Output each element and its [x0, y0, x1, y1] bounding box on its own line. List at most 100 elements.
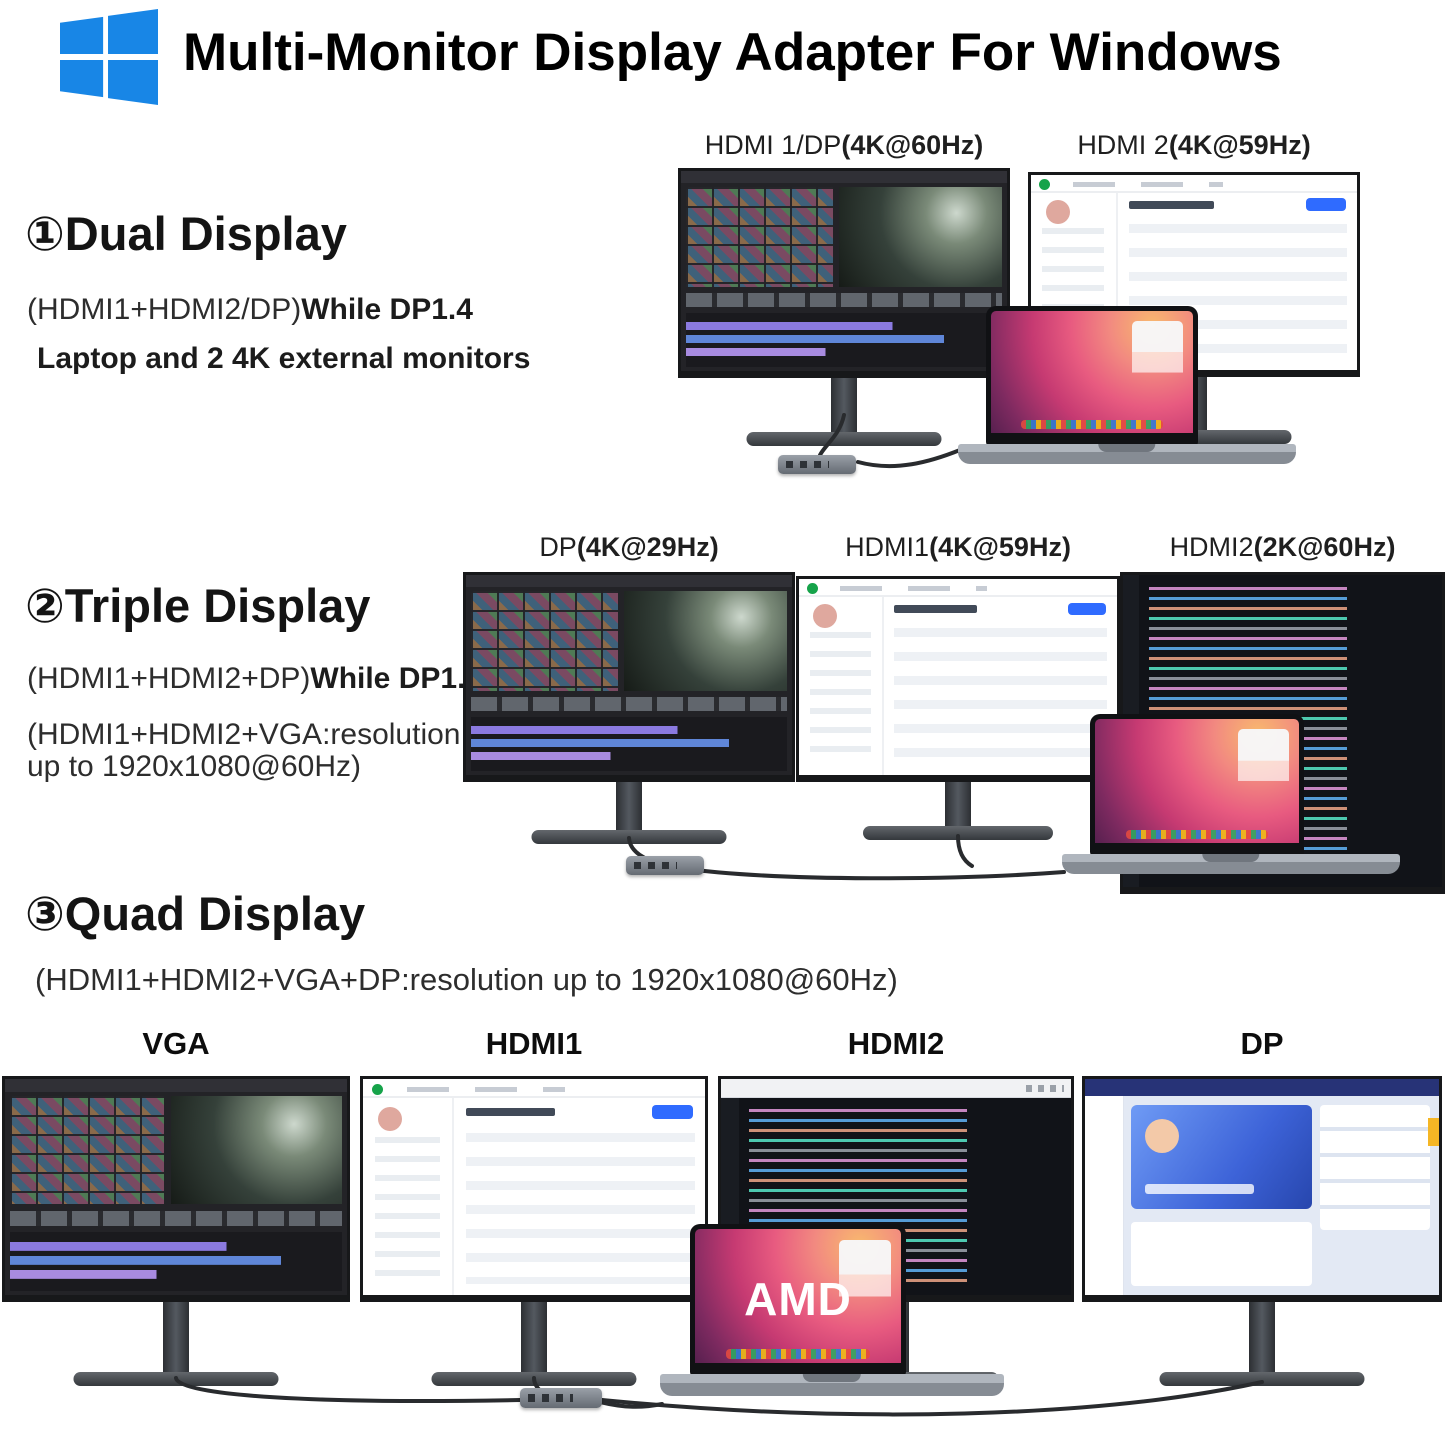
video-preview-pane — [170, 1096, 342, 1205]
monitor-stand — [1249, 1302, 1275, 1378]
usb-c-hub — [626, 856, 704, 875]
clip-strip — [685, 293, 1003, 307]
web-app-table-rows — [465, 1133, 695, 1285]
monitor-base — [746, 432, 942, 446]
dashboard-topbar — [1085, 1079, 1439, 1097]
monitor-screen — [678, 168, 1010, 378]
laptop-keyboard-base — [660, 1374, 1004, 1396]
monitor-stand — [521, 1302, 547, 1378]
dual-label2: HDMI 2 — [1077, 130, 1169, 160]
page-title: Multi-Monitor Display Adapter For Window… — [183, 23, 1282, 82]
laptop-dock — [1021, 420, 1163, 430]
windows-logo-icon — [57, 8, 161, 106]
dual-monitor-video — [678, 168, 1010, 468]
media-bin-thumbnails — [470, 591, 618, 691]
video-editor-screen — [5, 1079, 347, 1295]
video-editor-toolbar — [466, 575, 792, 587]
monitor-screen — [2, 1076, 350, 1302]
clip-strip — [470, 697, 788, 711]
monitor-base — [863, 826, 1053, 840]
triple-desc2: (HDMI1+HDMI2+VGA:resolution — [27, 718, 461, 751]
web-app-tabs — [407, 1086, 565, 1092]
web-app-primary-button — [1306, 198, 1346, 212]
quad-monitor3-label: HDMI2 — [847, 1026, 945, 1061]
quad-number: ③ — [25, 887, 65, 940]
triple-number: ② — [25, 579, 65, 632]
monitor-stand — [163, 1302, 189, 1378]
usb-c-hub — [520, 1388, 602, 1408]
dashboard-screen — [1085, 1079, 1439, 1295]
laptop-keyboard-base — [958, 444, 1296, 464]
dashboard-bottom-card — [1131, 1221, 1312, 1287]
amd-label: AMD — [744, 1272, 852, 1325]
web-app-primary-button — [1067, 602, 1106, 616]
quad-monitor1-label: VGA — [142, 1026, 210, 1061]
triple-display-heading: ②Triple Display — [25, 578, 370, 634]
triple-label1: DP — [539, 532, 577, 562]
web-app-avatar — [1045, 200, 1070, 225]
triple-display-desc-line3: up to 1920x1080@60Hz) — [27, 750, 361, 784]
monitor-stand — [945, 782, 971, 832]
monitor-stand — [831, 378, 857, 440]
laptop-screen — [986, 306, 1198, 446]
video-editor-screen — [466, 575, 792, 775]
quad-monitor-hdmi1 — [360, 1076, 708, 1392]
quad-display-heading: ③Quad Display — [25, 886, 365, 942]
dual-display-desc-line2: Laptop and 2 4K external monitors — [37, 342, 530, 376]
web-app-heading-bar — [1128, 201, 1214, 210]
triple-display-desc-line1: (HDMI1+HDMI2+DP)While DP1.4 — [27, 662, 482, 696]
code-window-titlebar — [721, 1079, 1071, 1099]
laptop-screen: AMD — [690, 1224, 906, 1376]
monitor-screen — [796, 576, 1120, 782]
web-app-heading-bar — [894, 605, 978, 614]
dual-desc1: (HDMI1+HDMI2/DP) — [27, 293, 302, 326]
triple-label2: HDMI1 — [845, 532, 930, 562]
triple-desc3: up to 1920x1080@60Hz) — [27, 750, 362, 783]
quad-monitor-dp — [1082, 1076, 1442, 1392]
monitor-base — [73, 1372, 279, 1386]
triple-monitor-webapp — [796, 576, 1120, 846]
quad-desc1: (HDMI1+HDMI2+VGA+DP:resolution up to 192… — [35, 962, 898, 997]
windows-flag-icon — [60, 8, 158, 106]
monitor-stand — [616, 782, 642, 836]
dual-title: Dual Display — [64, 207, 347, 260]
monitor-base — [431, 1372, 637, 1386]
triple-monitor-video — [463, 572, 795, 852]
dual-label2-spec: (4K@59Hz) — [1168, 130, 1311, 160]
triple-label3: HDMI2 — [1169, 532, 1254, 562]
web-app-divider — [881, 596, 884, 775]
web-app-sidebar-lines — [810, 631, 871, 762]
dual-desc2: Laptop and 2 4K external monitors — [37, 342, 531, 375]
laptop-widgets — [1237, 728, 1289, 799]
clip-strip — [10, 1210, 342, 1226]
web-app-heading-bar — [465, 1108, 555, 1117]
triple-monitor3-label: HDMI2(2K@60Hz) — [1120, 532, 1445, 563]
web-app-primary-button — [652, 1104, 694, 1119]
dual-label1: HDMI 1/DP — [704, 130, 842, 160]
monitor-base — [1159, 1372, 1365, 1386]
media-bin-thumbnails — [685, 187, 833, 287]
web-app-logo-icon — [1039, 179, 1051, 191]
web-app-logo-icon — [371, 1083, 383, 1095]
video-preview-pane — [839, 187, 1003, 287]
web-app-logo-icon — [806, 583, 818, 595]
web-app-avatar — [813, 604, 838, 629]
web-app-tabs — [1073, 182, 1224, 188]
web-app-table-rows — [894, 628, 1108, 766]
monitor-screen — [463, 572, 795, 782]
triple-desc1: (HDMI1+HDMI2+DP) — [27, 662, 311, 695]
dual-display-heading: ①Dual Display — [25, 206, 347, 262]
dual-number: ① — [25, 207, 65, 260]
timeline-tracks — [10, 1232, 342, 1291]
dual-monitor1-label: HDMI 1/DP(4K@60Hz) — [678, 130, 1010, 161]
timeline-tracks — [470, 717, 788, 771]
video-editor-toolbar — [5, 1079, 347, 1092]
triple-desc1-bold: While DP1.4 — [310, 662, 483, 695]
web-app-tabs — [840, 586, 987, 592]
dashboard-sidebar — [1085, 1096, 1124, 1295]
triple-display-desc-line2: (HDMI1+HDMI2+VGA:resolution — [27, 718, 460, 752]
usb-c-hub — [778, 455, 856, 474]
web-app-screen — [363, 1079, 705, 1295]
laptop-keyboard-base — [1062, 854, 1400, 874]
